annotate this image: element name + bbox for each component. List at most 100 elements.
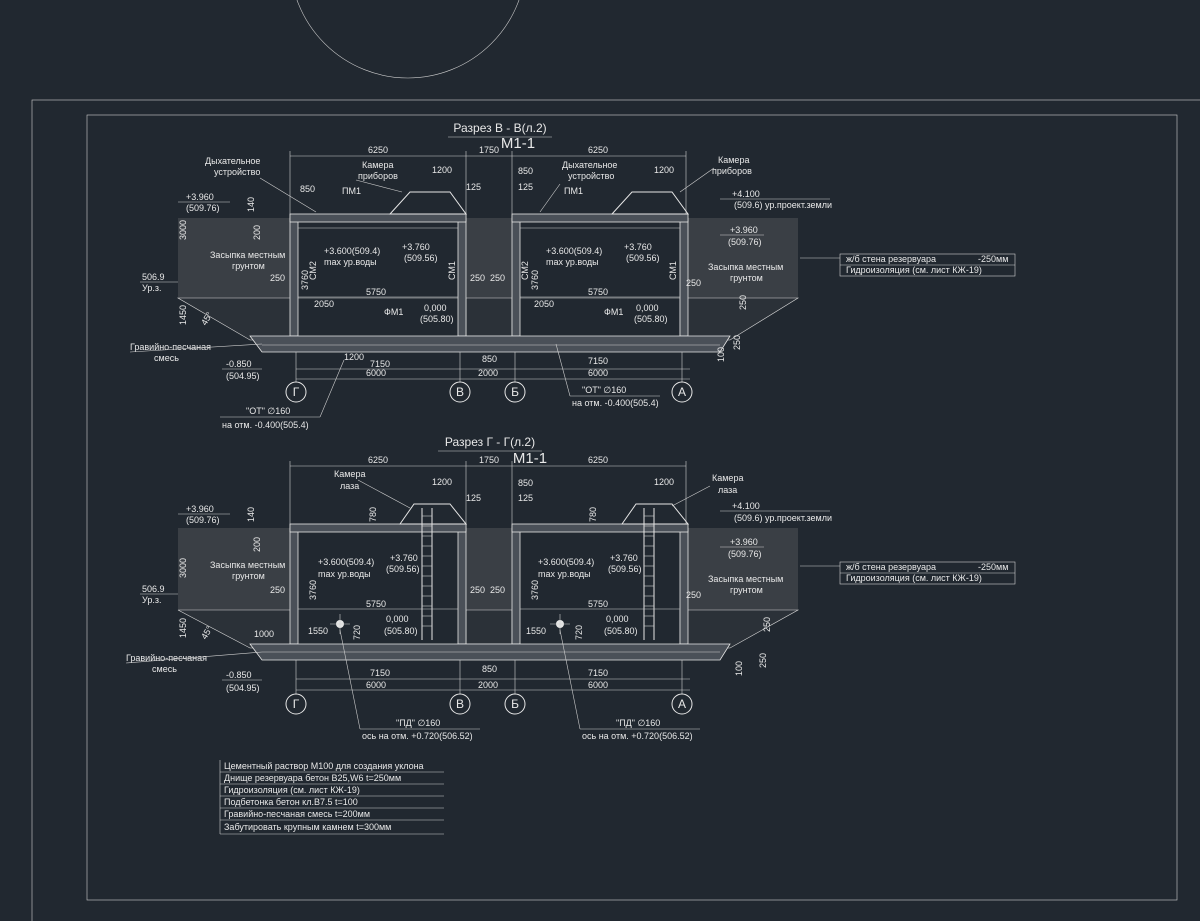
inner-frame (86, 114, 1178, 901)
section-1-title: Разрез В - В(л.2) (453, 121, 546, 135)
instr-chamber-1 (388, 191, 467, 215)
dim2-125-2: 125 (518, 493, 533, 503)
legend-waterproof-1: Гидроизоляция (см. лист КЖ-19) (846, 265, 982, 275)
dim2-6000-2: 6000 (588, 680, 608, 690)
dim2-850: 850 (518, 478, 533, 488)
dim-2000-1: 2000 (478, 368, 498, 378)
section-v-v: Разрез В - В(л.2) М1-1 6250 1750 6250 (129, 121, 1016, 430)
water-label-2: max ур.воды (546, 257, 599, 267)
zero-level-2: 0,000 (636, 303, 659, 313)
dim2-250-vert-2: 250 (758, 653, 768, 668)
dim-850-1: 850 (300, 184, 315, 194)
outer-frame (31, 99, 1200, 921)
level-3760-2: +3.760 (624, 242, 652, 252)
ground2-level-left: 506.9 (142, 584, 165, 594)
dim-250-right-1: 250 (686, 278, 701, 288)
gravel2-middle (465, 609, 513, 645)
level2-bottom-left: -0.850 (226, 670, 252, 680)
axis-label-v-2: В (456, 697, 464, 711)
dim-250-vert-2: 250 (732, 335, 742, 350)
dim2-720-1: 720 (352, 625, 362, 640)
legend-wall-2: ж/б стена резервуара (846, 562, 936, 572)
gravel-middle (465, 297, 513, 337)
ground2-label-left: Ур.з. (142, 595, 161, 605)
zero2-level-abs-1: (505.80) (384, 626, 418, 636)
dim2-125-1: 125 (466, 493, 481, 503)
dim2-6250-left: 6250 (368, 455, 388, 465)
sm1-label-2: СМ1 (668, 261, 678, 280)
dim-3760-1: 3760 (300, 270, 310, 290)
layer-row-2: Днище резервуара бетон В25,W6 t=250мм (224, 773, 401, 783)
dim2-200: 200 (252, 537, 262, 552)
level-right-top-abs: (509.6) ур.проект.земли (734, 200, 832, 210)
dim2-250-mid-2: 250 (490, 585, 505, 595)
legend-wall-thk-1: -250мм (978, 254, 1008, 264)
dim2-250-left: 250 (270, 585, 285, 595)
water-label-1: max ур.воды (324, 257, 377, 267)
dim-3000-1: 3000 (178, 220, 188, 240)
legend-waterproof-2: Гидроизоляция (см. лист КЖ-19) (846, 573, 982, 583)
dim-1200-2: 1200 (654, 165, 674, 175)
axis-label-g-1: Г (293, 385, 300, 399)
soil2-left (178, 528, 296, 610)
pipe-pd-right: "ПД" ∅160 (616, 718, 660, 728)
ground-level-left: 506.9 (142, 272, 165, 282)
dim-6250-left: 6250 (368, 145, 388, 155)
soil-right (680, 218, 798, 298)
level-top-left: +3.960 (186, 192, 214, 202)
dim-250-mid-2: 250 (490, 273, 505, 283)
level2-right-3960: +3.960 (730, 537, 758, 547)
laser-chamber-2 (621, 503, 690, 525)
dim2-5750-2: 5750 (588, 599, 608, 609)
zero2-level-1: 0,000 (386, 614, 409, 624)
axis-bubble-a-2 (671, 693, 693, 715)
water2-label-1: max ур.воды (318, 569, 371, 579)
layer-row-5: Гравийно-песчаная смесь t=200мм (224, 809, 370, 819)
dim2-1750: 1750 (479, 455, 499, 465)
axis-bubble-g-1 (285, 381, 307, 403)
gravel-left (176, 297, 297, 341)
dim2-720-2: 720 (574, 625, 584, 640)
dim-125-2: 125 (518, 182, 533, 192)
zero-level-1: 0,000 (424, 303, 447, 313)
dim-6000-2: 6000 (588, 368, 608, 378)
axis-bubble-b-2 (504, 693, 526, 715)
sm2-label-2: СМ2 (520, 261, 530, 280)
level-right-3960-abs: (509.76) (728, 237, 762, 247)
dim2-1550-2: 1550 (526, 626, 546, 636)
section-g-g: Разрез Г - Г(л.2) М1-1 6250 1750 6250 (125, 435, 1016, 741)
level2-right-top: +4.100 (732, 501, 760, 511)
dim-1450-1: 1450 (178, 305, 188, 325)
ground-label-left: Ур.з. (142, 283, 161, 293)
dim2-250-vert-1: 250 (762, 617, 772, 632)
axis-bubble-a-1 (671, 381, 693, 403)
dim2-6000-1: 6000 (366, 680, 386, 690)
level-3760-abs-2: (509.56) (626, 253, 660, 263)
level2-right-3960-abs: (509.76) (728, 549, 762, 559)
dim2-1200-1: 1200 (432, 477, 452, 487)
top-arc (296, 0, 520, 79)
legend-wall-1: ж/б стена резервуара (846, 254, 936, 264)
pipe-pd-left: "ПД" ∅160 (396, 718, 440, 728)
pipe-ot-right-lvl: на отм. -0.400(505.4) (572, 398, 659, 408)
soil-left (178, 218, 296, 298)
gravel2-right (679, 609, 800, 649)
level2-bottom-left-abs: (504.95) (226, 683, 260, 693)
axis-bubble-g-2 (285, 693, 307, 715)
instr-chamber-2 (610, 191, 689, 215)
soil-middle (466, 218, 512, 298)
level-3760-abs-1: (509.56) (404, 253, 438, 263)
dim2-140: 140 (246, 507, 256, 522)
dim-140-1: 140 (246, 197, 256, 212)
zero2-level-2: 0,000 (606, 614, 629, 624)
dim2-1200-2: 1200 (654, 477, 674, 487)
